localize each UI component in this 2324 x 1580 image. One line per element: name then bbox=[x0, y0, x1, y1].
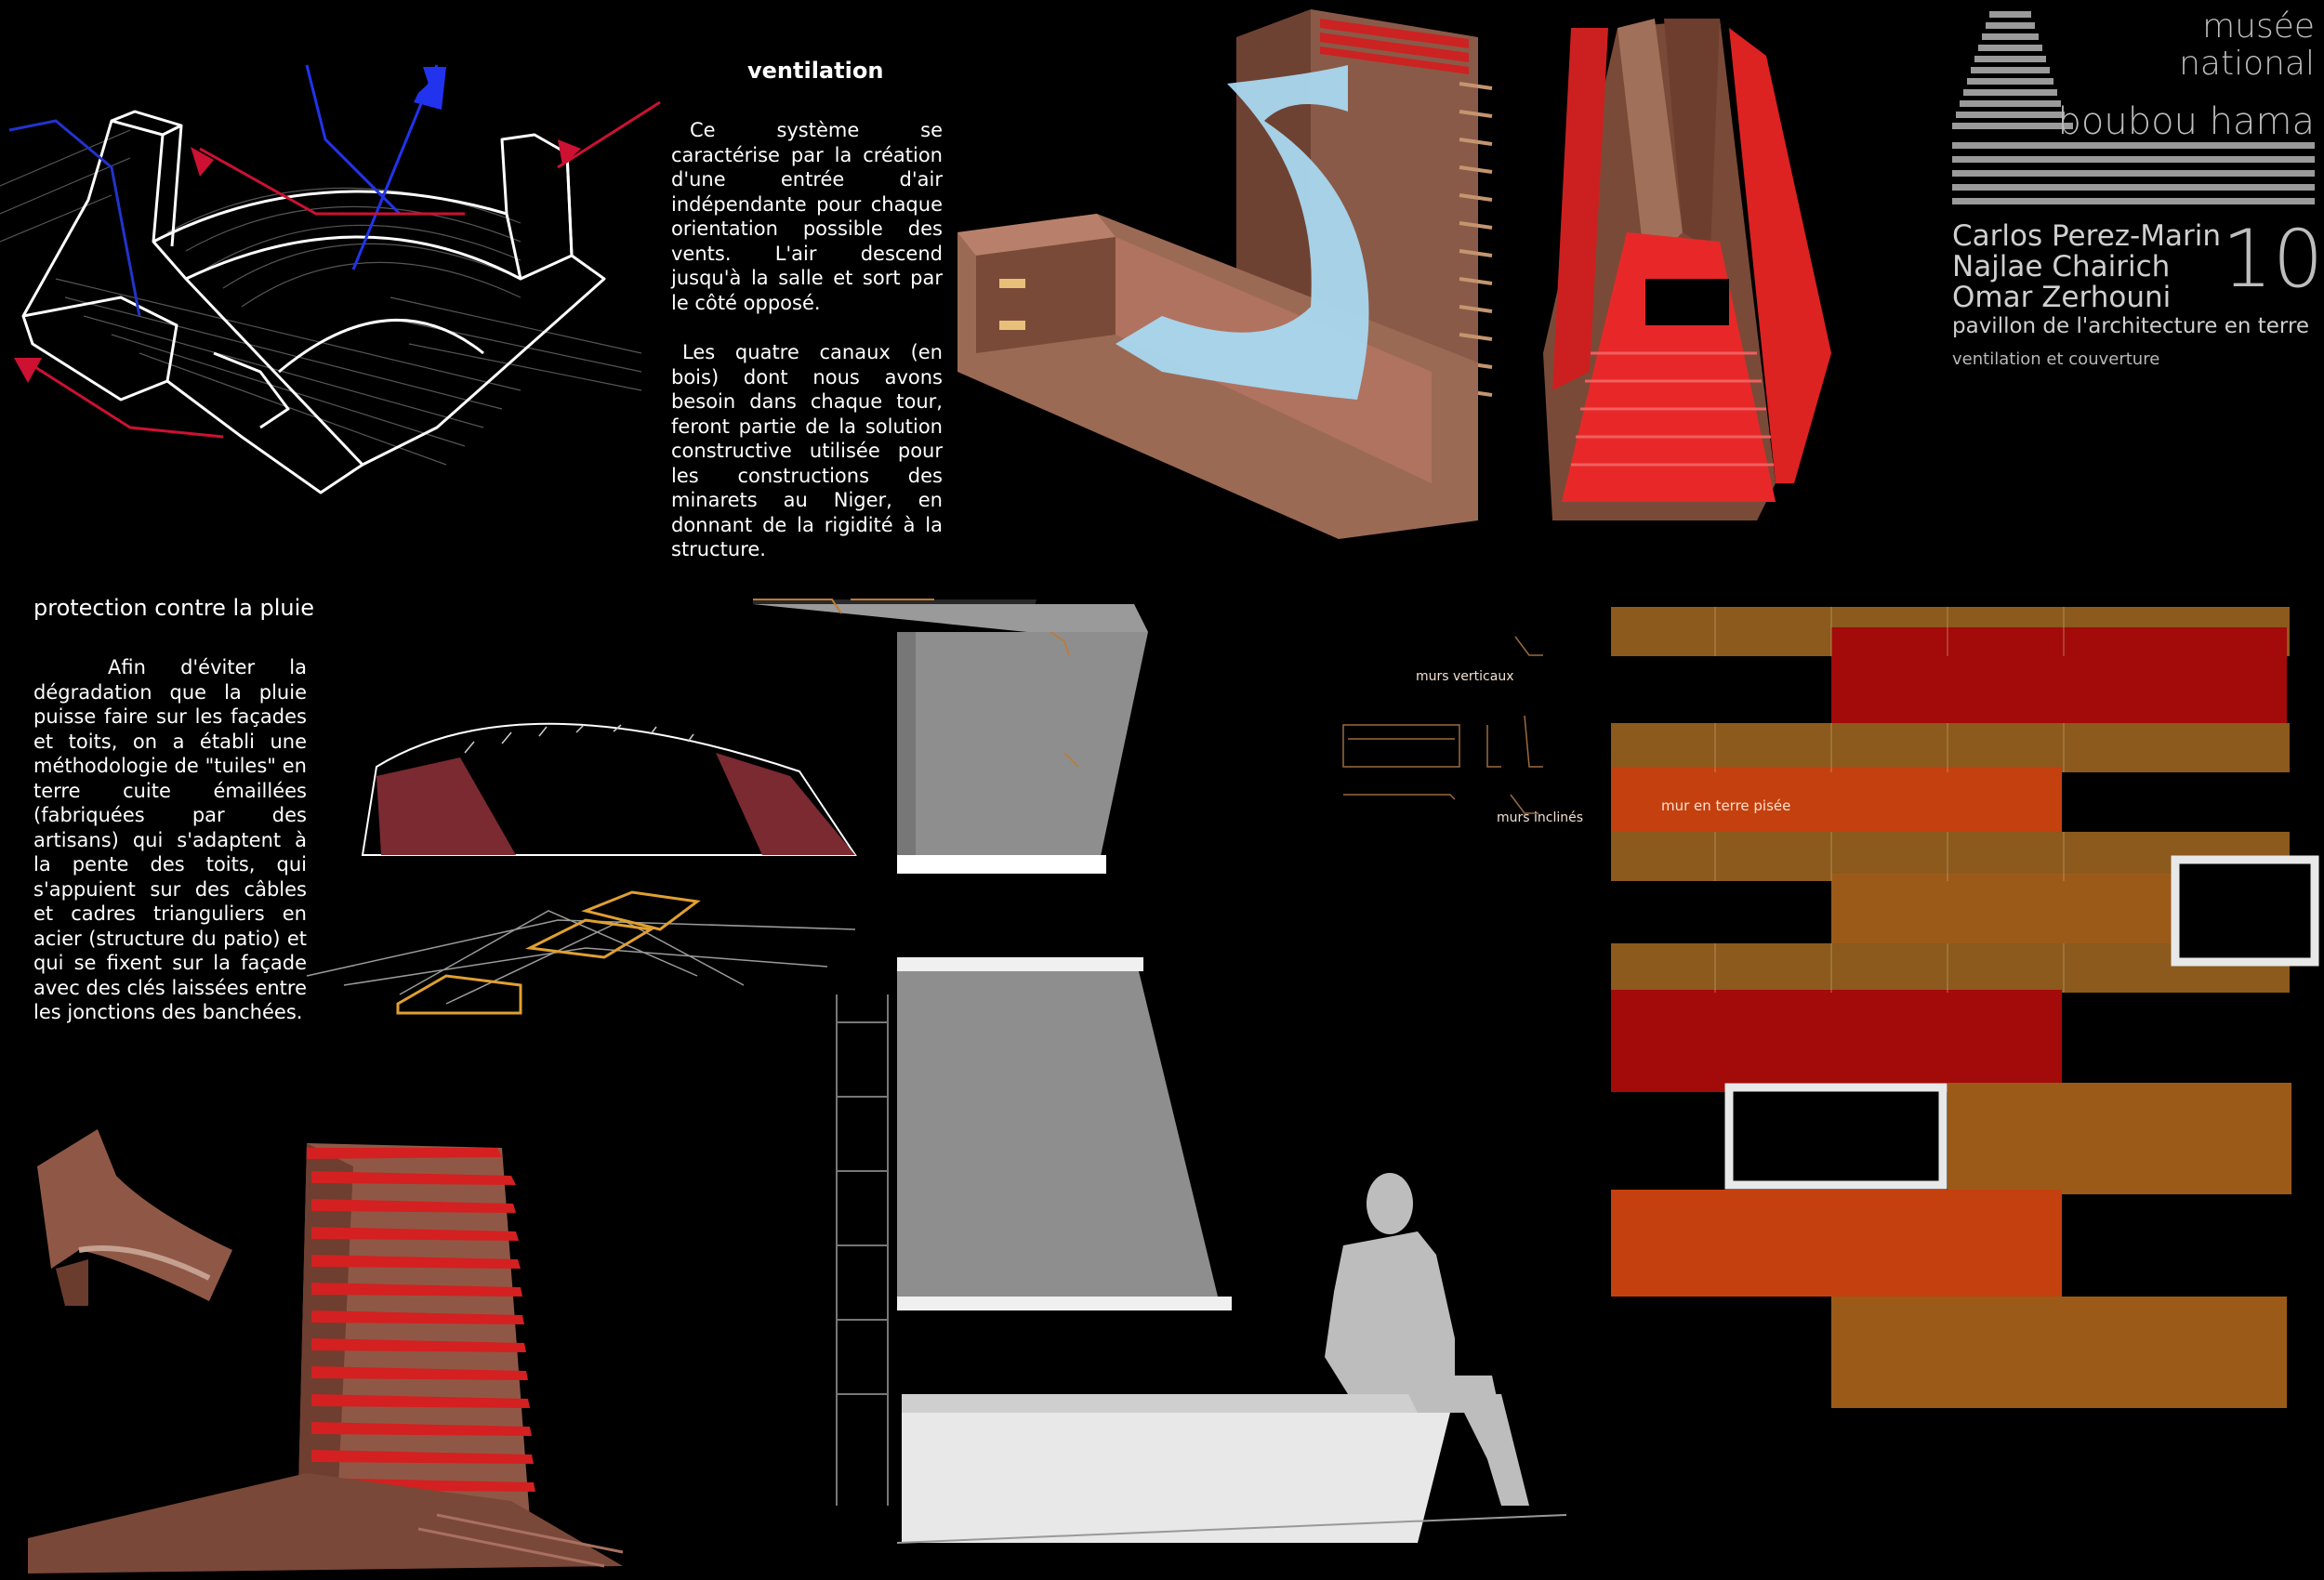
logo-block: musée national boubou hama Carlos Perez-… bbox=[1952, 7, 2324, 379]
logo-stripes bbox=[1952, 11, 2315, 204]
curved-wall-model bbox=[37, 1129, 232, 1306]
section-drawing bbox=[753, 599, 1567, 1544]
ventilation-paragraph-2: Les quatre canaux (en bois) dont nous av… bbox=[671, 341, 943, 560]
project-title: pavillon de l'architecture en terre bbox=[1952, 314, 2310, 338]
ventilation-paragraph-1: Ce système se caractérise par la créatio… bbox=[671, 119, 943, 314]
label-rammed-earth: mur en terre pisée bbox=[1661, 797, 1791, 814]
label-inclined-walls: murs inclinés bbox=[1497, 810, 1584, 825]
rammed-earth-wall-pattern bbox=[1611, 607, 2319, 1408]
tower-interior-model bbox=[1543, 19, 1831, 520]
rain-text: Afin d'éviter la dégradation que la plui… bbox=[33, 656, 307, 1023]
logo-boubou-hama: boubou hama bbox=[2057, 100, 2315, 143]
author-2: Najlae Chairich bbox=[1952, 250, 2171, 283]
wall-detail-sketch bbox=[1342, 636, 1543, 814]
authors: Carlos Perez-Marin Najlae Chairich Omar … bbox=[1952, 221, 2221, 313]
sheet-number: 10 bbox=[2222, 213, 2324, 306]
label-vertical-walls: murs verticaux bbox=[1416, 669, 1514, 684]
ventilation-tower-model bbox=[957, 9, 1493, 539]
author-3: Omar Zerhouni bbox=[1952, 281, 2172, 314]
logo-national: national bbox=[2179, 45, 2315, 83]
rain-title: protection contre la pluie bbox=[33, 595, 315, 621]
ventilation-text: Ce système se caractérise par la créatio… bbox=[671, 118, 943, 587]
sheet-subtitle: ventilation et couverture bbox=[1952, 349, 2160, 369]
red-arrow-head-icon bbox=[191, 147, 214, 177]
ventilation-title: ventilation bbox=[747, 58, 884, 84]
louvred-tower-model bbox=[28, 1143, 624, 1573]
roof-tile-diagram bbox=[306, 722, 857, 1015]
person-silhouette bbox=[1325, 1173, 1529, 1506]
author-1: Carlos Perez-Marin bbox=[1952, 219, 2221, 253]
logo-musee: musée bbox=[2202, 7, 2315, 46]
courtyard-sketch bbox=[0, 64, 661, 494]
